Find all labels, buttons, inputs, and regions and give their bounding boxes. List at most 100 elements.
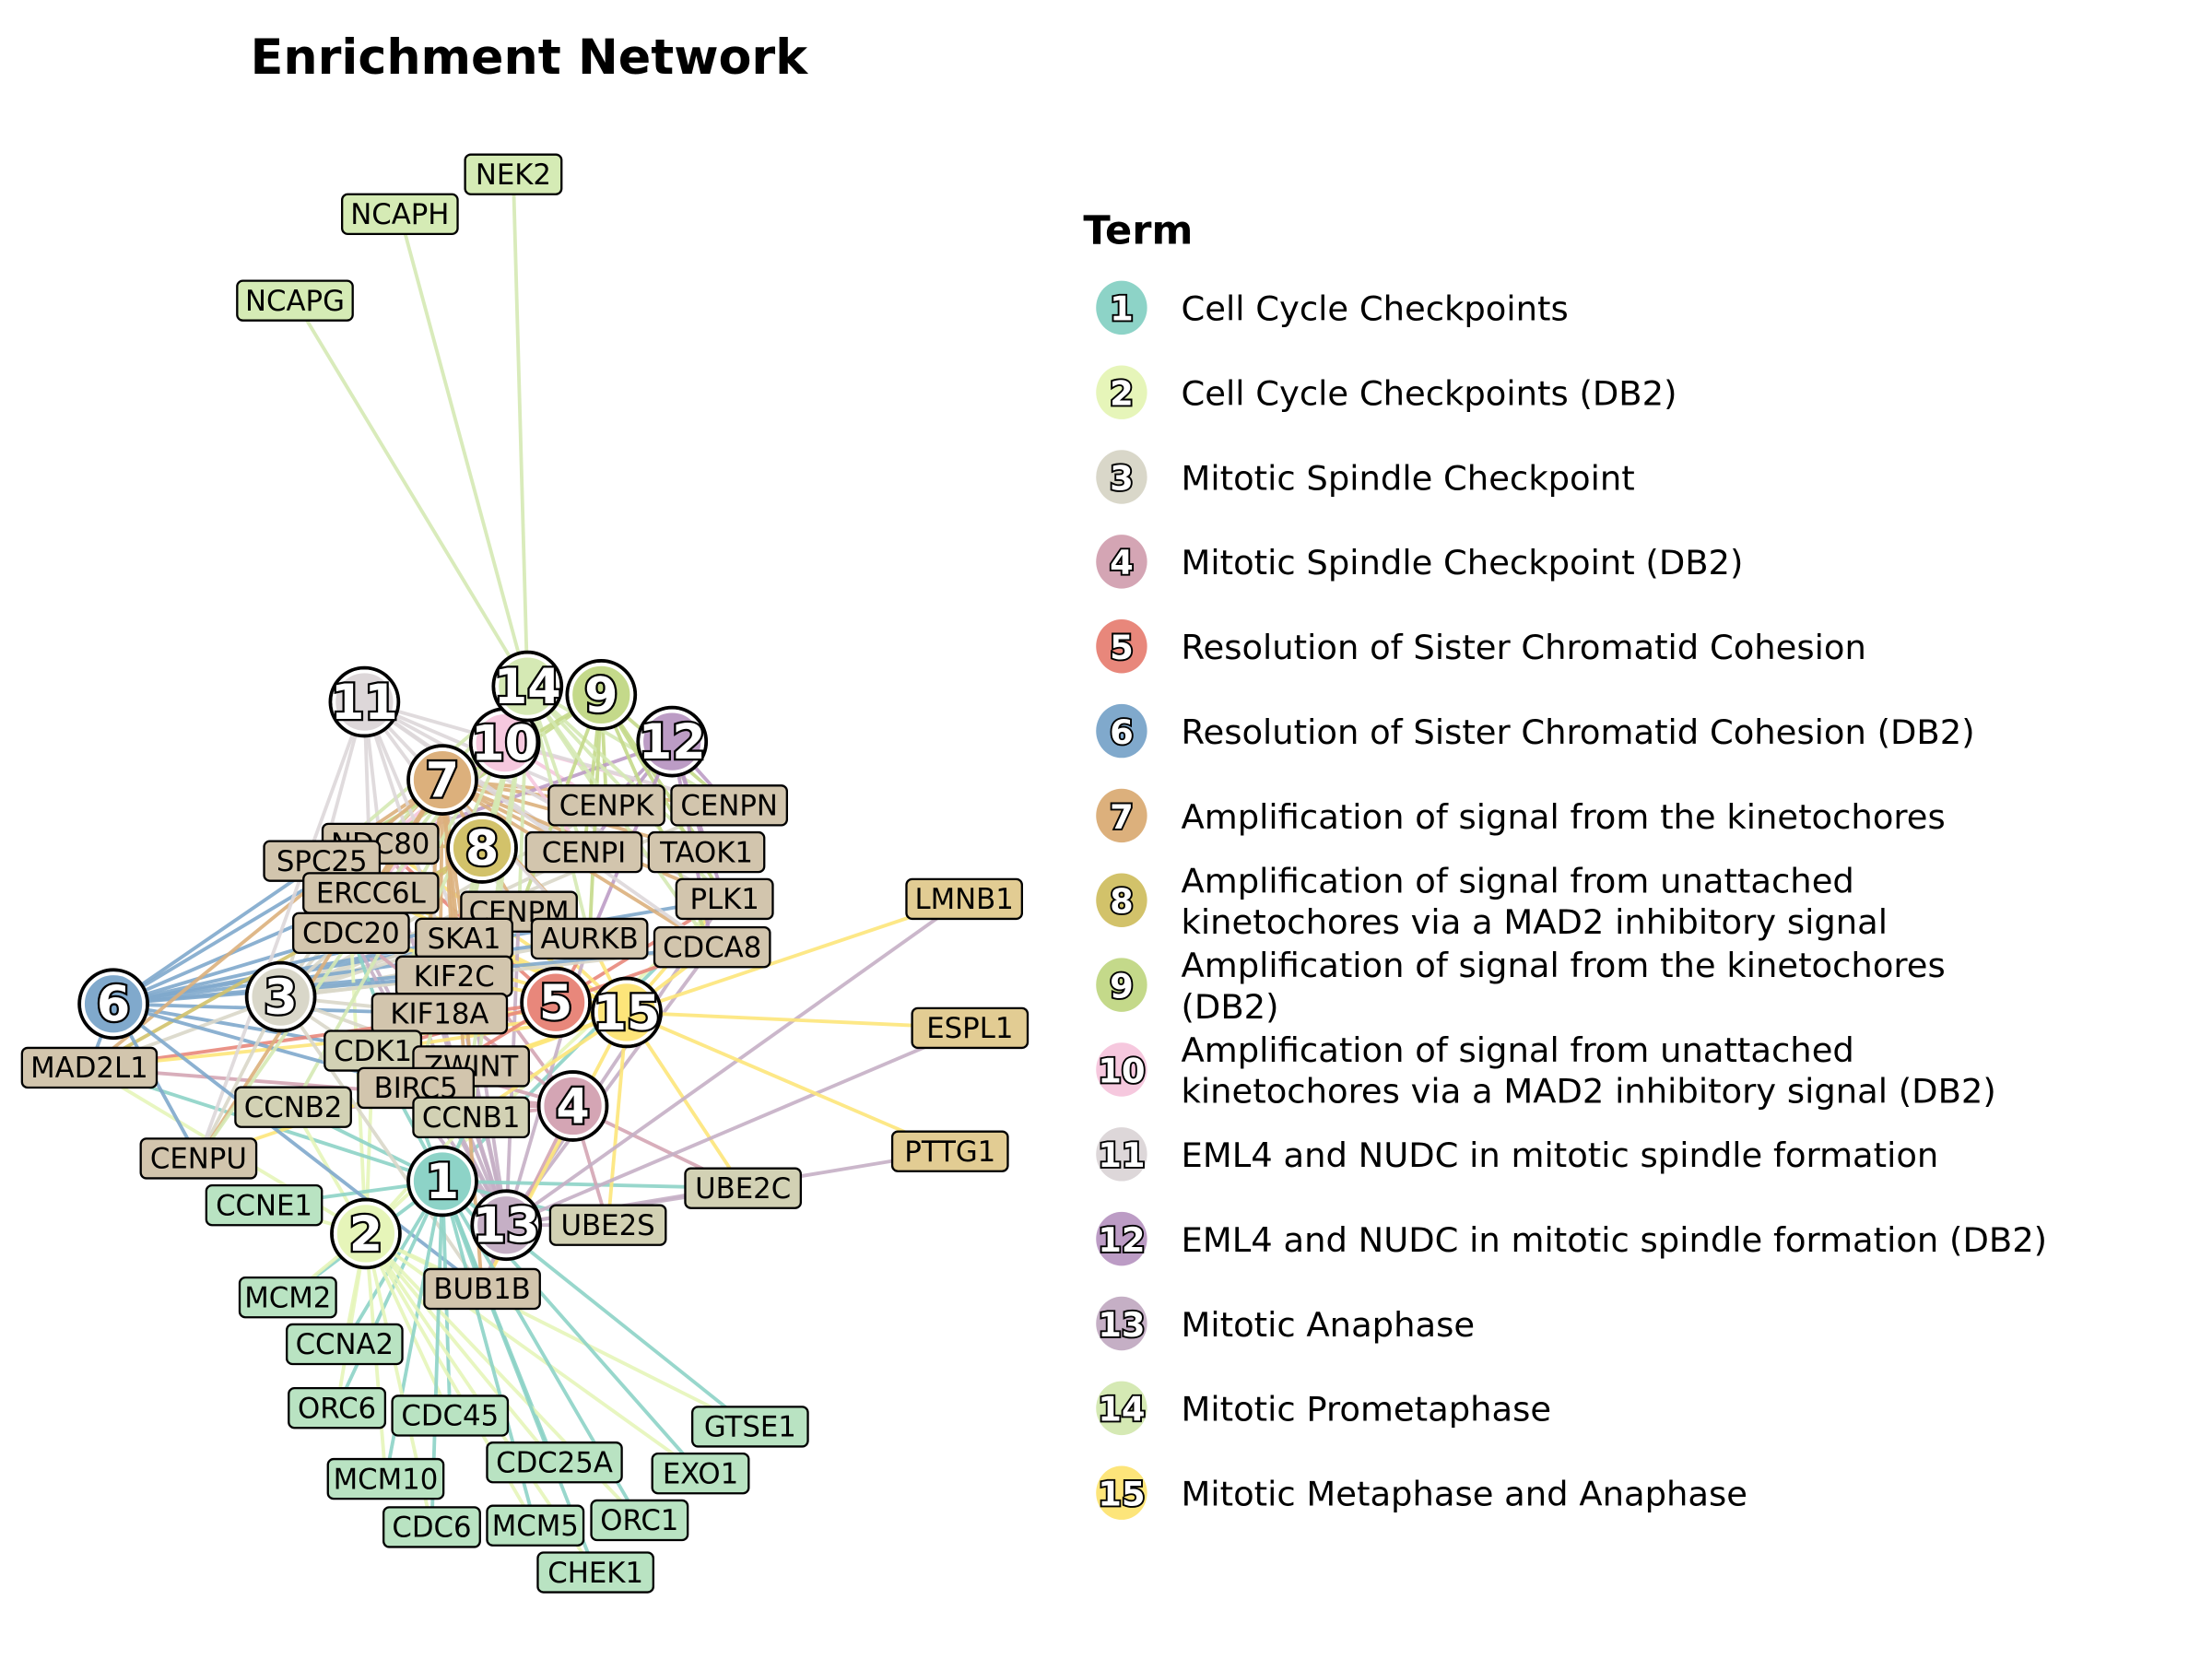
term-circle — [406, 744, 478, 816]
gene-node-plk1[interactable]: PLK1 — [675, 877, 774, 921]
gene-node-mad2l1[interactable]: MAD2L1 — [20, 1046, 159, 1089]
term-ring — [333, 1201, 398, 1266]
term-number: 11 — [331, 675, 398, 731]
gene-box — [382, 1506, 481, 1548]
gene-node-kif2c[interactable]: KIF2C — [394, 955, 513, 998]
gene-box — [238, 1277, 337, 1319]
gene-node-aurkb[interactable]: AURKB — [530, 917, 649, 960]
gene-node-exo1[interactable]: EXO1 — [651, 1452, 750, 1495]
legend-marker — [1096, 1381, 1147, 1436]
term-ring — [540, 1074, 606, 1138]
term-node-6[interactable]: 6 — [77, 968, 149, 1041]
gene-node-cdc45[interactable]: CDC45 — [391, 1394, 510, 1437]
gene-node-orc6[interactable]: ORC6 — [288, 1387, 387, 1430]
gene-node-ccnb2[interactable]: CCNB2 — [234, 1086, 352, 1128]
legend-label: kinetochores via a MAD2 inhibitory signa… — [1182, 902, 1888, 942]
edge-1-orc6 — [335, 1180, 444, 1409]
term-node-15[interactable]: 15 — [591, 976, 663, 1049]
legend-title: Term — [1083, 208, 1193, 254]
gene-node-ccnb1[interactable]: CCNB1 — [412, 1096, 530, 1138]
gene-box — [423, 1267, 541, 1311]
gene-box — [286, 1323, 404, 1366]
term-node-14[interactable]: 14 — [491, 650, 564, 723]
gene-node-pttg1[interactable]: PTTG1 — [890, 1130, 1009, 1172]
gene-node-mcm5[interactable]: MCM5 — [486, 1504, 585, 1547]
term-ring — [640, 709, 705, 774]
gene-node-ncaph[interactable]: NCAPH — [341, 193, 459, 235]
gene-node-orc1[interactable]: ORC1 — [590, 1499, 689, 1542]
gene-node-kif18a[interactable]: KIF18A — [371, 993, 509, 1035]
gene-node-cenpu[interactable]: CENPU — [139, 1137, 258, 1180]
gene-node-ube2s[interactable]: UBE2S — [548, 1204, 667, 1246]
term-node-3[interactable]: 3 — [244, 960, 317, 1033]
gene-node-taok1[interactable]: TAOK1 — [647, 830, 766, 874]
gene-node-mcm2[interactable]: MCM2 — [238, 1277, 337, 1319]
gene-node-cdc25a[interactable]: CDC25A — [486, 1441, 623, 1484]
gene-label: MAD2L1 — [30, 1052, 148, 1085]
gene-node-cdc6[interactable]: CDC6 — [382, 1506, 481, 1548]
term-circle — [77, 968, 149, 1041]
gene-node-ncapg[interactable]: NCAPG — [236, 279, 354, 322]
term-node-12[interactable]: 12 — [636, 705, 709, 778]
gene-node-gtse1[interactable]: GTSE1 — [691, 1406, 809, 1448]
gene-node-mcm10[interactable]: MCM10 — [326, 1457, 445, 1500]
gene-node-cdk1[interactable]: CDK1 — [324, 1030, 423, 1072]
gene-node-chek1[interactable]: CHEK1 — [536, 1551, 654, 1594]
term-ring — [410, 1148, 475, 1214]
term-circle — [636, 705, 709, 778]
term-node-13[interactable]: 13 — [470, 1189, 543, 1262]
term-number: 6 — [97, 977, 130, 1033]
gene-label: CENPI — [542, 836, 627, 869]
gene-node-cenpi[interactable]: CENPI — [524, 830, 643, 874]
term-node-9[interactable]: 9 — [565, 659, 638, 731]
gene-node-ube2c[interactable]: UBE2C — [684, 1167, 802, 1209]
term-node-5[interactable]: 5 — [520, 966, 592, 1039]
term-node-7[interactable]: 7 — [406, 744, 478, 816]
gene-label: NCAPH — [350, 198, 449, 231]
gene-label: MCM10 — [334, 1463, 439, 1496]
term-ring — [474, 1193, 539, 1258]
legend-label: EML4 and NUDC in mitotic spindle formati… — [1182, 1135, 1939, 1175]
gene-node-espl1[interactable]: ESPL1 — [911, 1006, 1030, 1050]
term-node-2[interactable]: 2 — [330, 1197, 402, 1270]
gene-node-ska1[interactable]: SKA1 — [415, 917, 514, 960]
term-circle — [520, 966, 592, 1039]
legend-label: Resolution of Sister Chromatid Cohesion — [1182, 628, 1866, 667]
gene-node-cenpn[interactable]: CENPN — [670, 784, 788, 827]
gene-label: ORC1 — [600, 1504, 678, 1537]
gene-node-cenpk[interactable]: CENPK — [547, 784, 665, 827]
term-node-1[interactable]: 1 — [406, 1145, 478, 1218]
term-node-11[interactable]: 11 — [328, 665, 401, 738]
gene-node-bub1b[interactable]: BUB1B — [423, 1267, 541, 1311]
gene-label: CCNB1 — [422, 1101, 521, 1135]
gene-label: PLK1 — [689, 883, 759, 916]
gene-box — [653, 926, 771, 969]
term-node-8[interactable]: 8 — [446, 812, 518, 884]
gene-label: LMNB1 — [914, 883, 1013, 916]
gene-box — [234, 1086, 352, 1128]
gene-node-cdc20[interactable]: CDC20 — [292, 912, 410, 954]
gene-node-ercc6l[interactable]: ERCC6L — [302, 872, 440, 914]
legend-marker — [1096, 619, 1147, 674]
gene-node-lmnb1[interactable]: LMNB1 — [905, 877, 1023, 921]
legend-label: Mitotic Metaphase and Anaphase — [1182, 1475, 1747, 1514]
term-number: 10 — [471, 716, 538, 772]
gene-label: ORC6 — [298, 1392, 376, 1425]
term-node-10[interactable]: 10 — [468, 707, 541, 779]
gene-node-ccna2[interactable]: CCNA2 — [286, 1323, 404, 1366]
gene-node-ccne1[interactable]: CCNE1 — [205, 1184, 324, 1227]
term-circle — [591, 976, 663, 1049]
gene-box — [391, 1394, 510, 1437]
term-node-4[interactable]: 4 — [536, 1070, 609, 1142]
gene-box — [205, 1184, 324, 1227]
gene-label: UBE2S — [561, 1209, 655, 1242]
gene-node-nek2[interactable]: NEK2 — [464, 153, 563, 195]
gene-node-cdca8[interactable]: CDCA8 — [653, 926, 771, 969]
